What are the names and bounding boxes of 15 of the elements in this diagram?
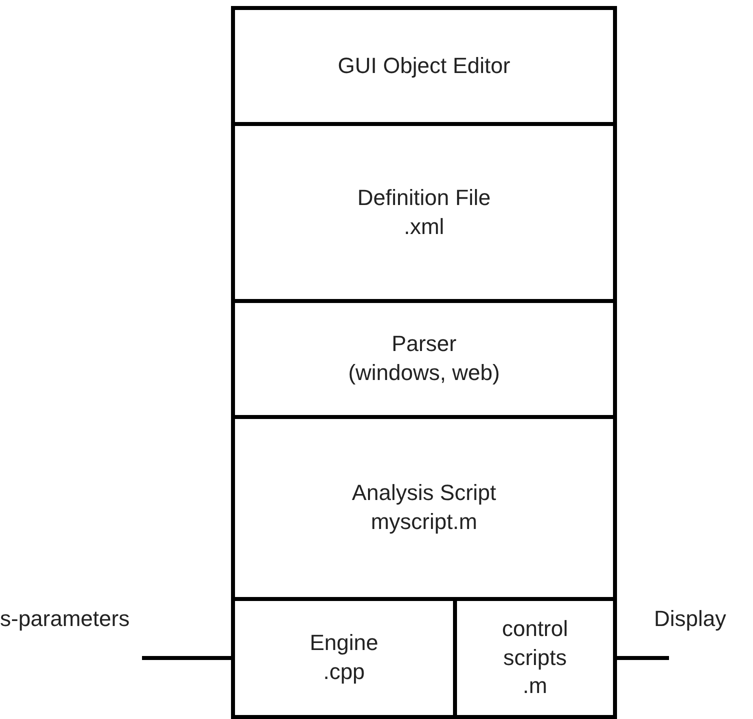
box-text: Analysis Script <box>352 479 496 508</box>
box-text: (windows, web) <box>348 359 500 387</box>
signal-line <box>142 656 231 660</box>
signal-line <box>617 656 669 660</box>
box-text: Parser <box>392 330 456 358</box>
box-text: .m <box>522 672 548 700</box>
box-text: control scripts <box>500 615 570 672</box>
box-text: Engine <box>310 629 378 658</box>
box-text: GUI Object Editor <box>338 52 510 80</box>
io-label: Display <box>654 606 726 632</box>
box-text: myscript.m <box>370 508 478 536</box>
io-label: s-parameters <box>0 606 130 632</box>
box-text: .xml <box>404 212 444 240</box>
box-text: Definition File <box>357 184 491 212</box>
box-text: .cpp <box>323 658 365 686</box>
